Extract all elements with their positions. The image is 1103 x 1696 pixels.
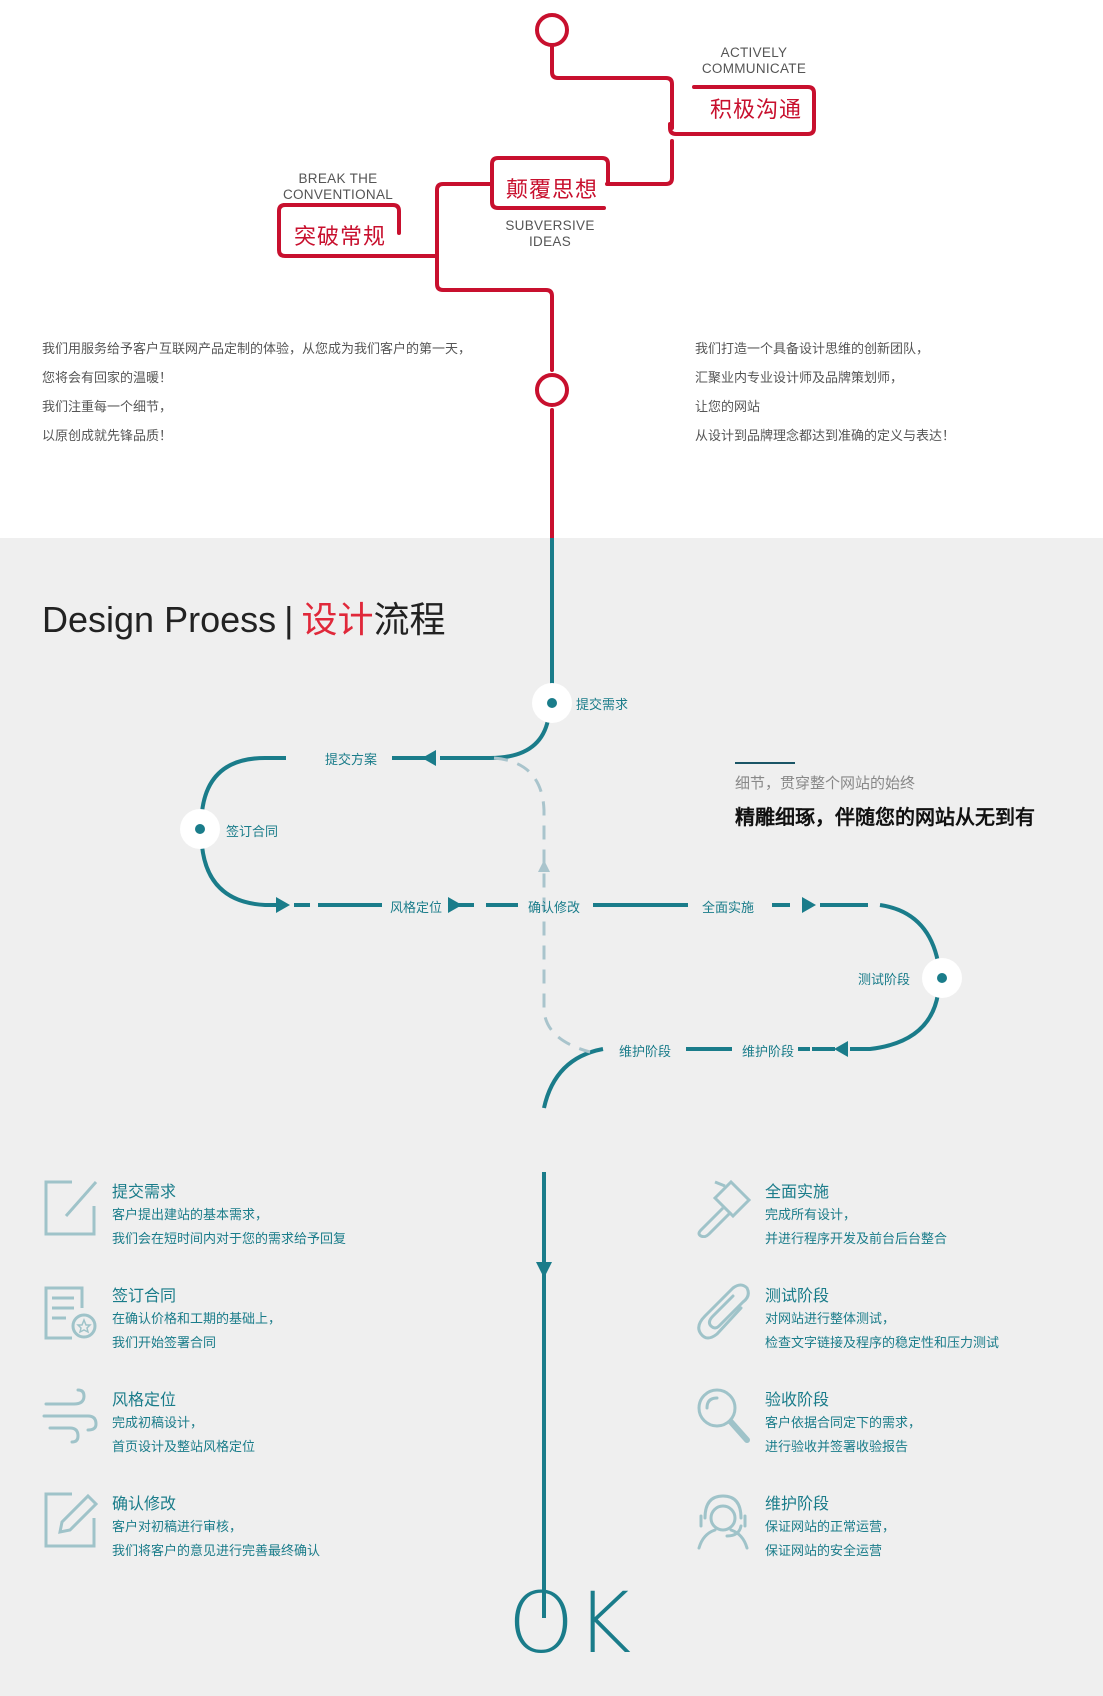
slogan-rule [735, 762, 795, 764]
step-line: 我们开始签署合同 [112, 1336, 217, 1351]
actively-en: ACTIVELY COMMUNICATE [701, 45, 807, 76]
step-line: 保证网站的安全运营 [765, 1544, 883, 1559]
step-line: 进行验收并签署收验报告 [765, 1440, 909, 1455]
red-circle-top [535, 13, 569, 47]
step-line: 客户依据合同定下的需求， [765, 1416, 922, 1431]
pencil-icon [44, 1492, 98, 1548]
step-maintain: 维护阶段 保证网站的正常运营， 保证网站的安全运营 [695, 1490, 1103, 1570]
red-path-left [435, 182, 554, 372]
red-circle-mid [535, 373, 569, 407]
intro-left-line: 您将会有回家的温暖！ [42, 371, 173, 386]
title-cn-dark: 流程 [373, 600, 446, 641]
intro-right-line: 我们打造一个具备设计思维的创新团队， [695, 342, 930, 357]
page-title: Design Proess|设计流程 [42, 591, 446, 643]
red-box-subversive [490, 156, 610, 210]
flow-label-maintain-a: 维护阶段 [619, 1045, 672, 1060]
flow-label-full: 全面实施 [702, 901, 755, 916]
step-title: 验收阶段 [765, 1390, 830, 1409]
step-line: 在确认价格和工期的基础上， [112, 1312, 282, 1327]
subversive-en: SUBVERSIVE IDEAS [505, 218, 595, 249]
intro-right-line: 汇聚业内专业设计师及品牌策划师， [695, 371, 904, 386]
step-line: 我们会在短时间内对于您的需求给予回复 [112, 1232, 347, 1247]
slogan-main: 精雕细琢，伴随您的网站从无到有 [735, 805, 1035, 829]
intro-right-line: 从设计到品牌理念都达到准确的定义与表达！ [695, 429, 956, 444]
title-en: Design Proess [42, 599, 277, 640]
actively-cn: 积极沟通 [710, 98, 803, 123]
step-title: 提交需求 [112, 1182, 177, 1201]
intro-left-line: 我们用服务给予客户互联网产品定制的体验，从您成为我们客户的第一天， [42, 342, 472, 357]
paperclip-icon [697, 1283, 750, 1340]
step-style: 风格定位 完成初稿设计， 首页设计及整站风格定位 [42, 1386, 512, 1466]
step-line: 对网站进行整体测试， [765, 1312, 896, 1327]
hammer-icon [697, 1179, 751, 1238]
break-en: BREAK THE CONVENTIONAL [282, 171, 394, 202]
step-title: 维护阶段 [765, 1494, 830, 1513]
intro-left-line: 我们注重每一个细节， [42, 400, 173, 415]
step-title: 测试阶段 [765, 1286, 830, 1305]
ok-mark: OK [508, 1574, 634, 1672]
step-submit-req: 提交需求 客户提出建站的基本需求， 我们会在短时间内对于您的需求给予回复 [42, 1178, 512, 1258]
flow-label-maintain-b: 维护阶段 [742, 1045, 795, 1060]
contract-icon [44, 1286, 97, 1340]
magnifier-icon [697, 1388, 750, 1443]
red-path-mid [605, 139, 674, 186]
step-line: 完成初稿设计， [112, 1416, 204, 1431]
step-sign: 签订合同 在确认价格和工期的基础上， 我们开始签署合同 [42, 1282, 512, 1362]
flow-label-style: 风格定位 [390, 901, 443, 916]
wind-icon [42, 1388, 98, 1444]
red-path-top [550, 44, 674, 130]
step-confirm: 确认修改 客户对初稿进行审核， 我们将客户的意见进行完善最终确认 [42, 1490, 512, 1570]
step-full: 全面实施 完成所有设计， 并进行程序开发及前台后台整合 [695, 1178, 1103, 1258]
step-line: 客户对初稿进行审核， [112, 1520, 243, 1535]
step-test: 测试阶段 对网站进行整体测试， 检查文字链接及程序的稳定性和压力测试 [695, 1282, 1103, 1362]
step-title: 风格定位 [112, 1390, 177, 1409]
red-box-actively [668, 85, 816, 136]
step-line: 我们将客户的意见进行完善最终确认 [112, 1544, 321, 1559]
step-line: 并进行程序开发及前台后台整合 [765, 1232, 948, 1247]
flow-label-confirm: 确认修改 [528, 901, 581, 916]
step-accept: 验收阶段 客户依据合同定下的需求， 进行验收并签署收验报告 [695, 1386, 1103, 1466]
support-icon [697, 1494, 749, 1550]
flow-label-sign: 签订合同 [226, 825, 279, 840]
subversive-cn: 颠覆思想 [506, 178, 599, 203]
flow-label-submit-plan: 提交方案 [325, 753, 378, 768]
step-title: 签订合同 [112, 1286, 177, 1305]
title-separator: | [284, 599, 294, 640]
edit-icon [44, 1180, 98, 1236]
break-cn: 突破常规 [294, 225, 387, 250]
flow-label-test: 测试阶段 [858, 973, 911, 988]
flow-label-submit-req: 提交需求 [576, 698, 629, 713]
step-line: 客户提出建站的基本需求， [112, 1208, 269, 1223]
red-box-break [282, 203, 401, 235]
step-title: 全面实施 [765, 1182, 830, 1201]
step-line: 首页设计及整站风格定位 [112, 1440, 256, 1455]
intro-left-paragraph: 我们用服务给予客户互联网产品定制的体验，从您成为我们客户的第一天， 您将会有回家… [42, 335, 471, 451]
intro-left-line: 以原创成就先锋品质！ [42, 429, 173, 444]
intro-right-paragraph: 我们打造一个具备设计思维的创新团队， 汇聚业内专业设计师及品牌策划师， 让您的网… [695, 335, 955, 451]
step-line: 检查文字链接及程序的稳定性和压力测试 [765, 1336, 1000, 1351]
intro-right-line: 让您的网站 [695, 400, 761, 415]
step-line: 完成所有设计， [765, 1208, 857, 1223]
process-section [0, 538, 1103, 1696]
title-cn-red: 设计 [301, 600, 374, 641]
step-line: 保证网站的正常运营， [765, 1520, 896, 1535]
step-title: 确认修改 [112, 1494, 177, 1513]
slogan-sub: 细节，贯穿整个网站的始终 [735, 774, 916, 792]
